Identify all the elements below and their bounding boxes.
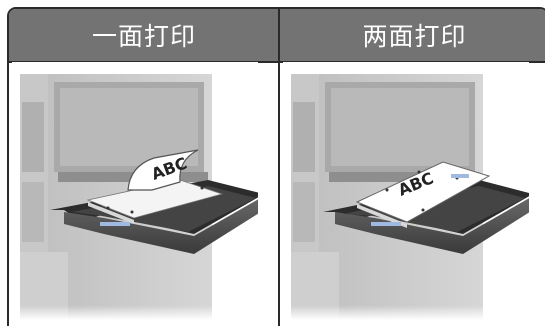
header-divider bbox=[9, 61, 545, 63]
duplex-illustration: ABC bbox=[283, 62, 529, 320]
column-divider bbox=[278, 9, 280, 326]
header-simplex: 一面打印 bbox=[91, 22, 196, 51]
header-duplex: 两面打印 bbox=[362, 22, 467, 51]
simplex-illustration: ABC bbox=[12, 62, 258, 320]
table-header-row: 一面打印 两面打印 bbox=[9, 9, 545, 61]
